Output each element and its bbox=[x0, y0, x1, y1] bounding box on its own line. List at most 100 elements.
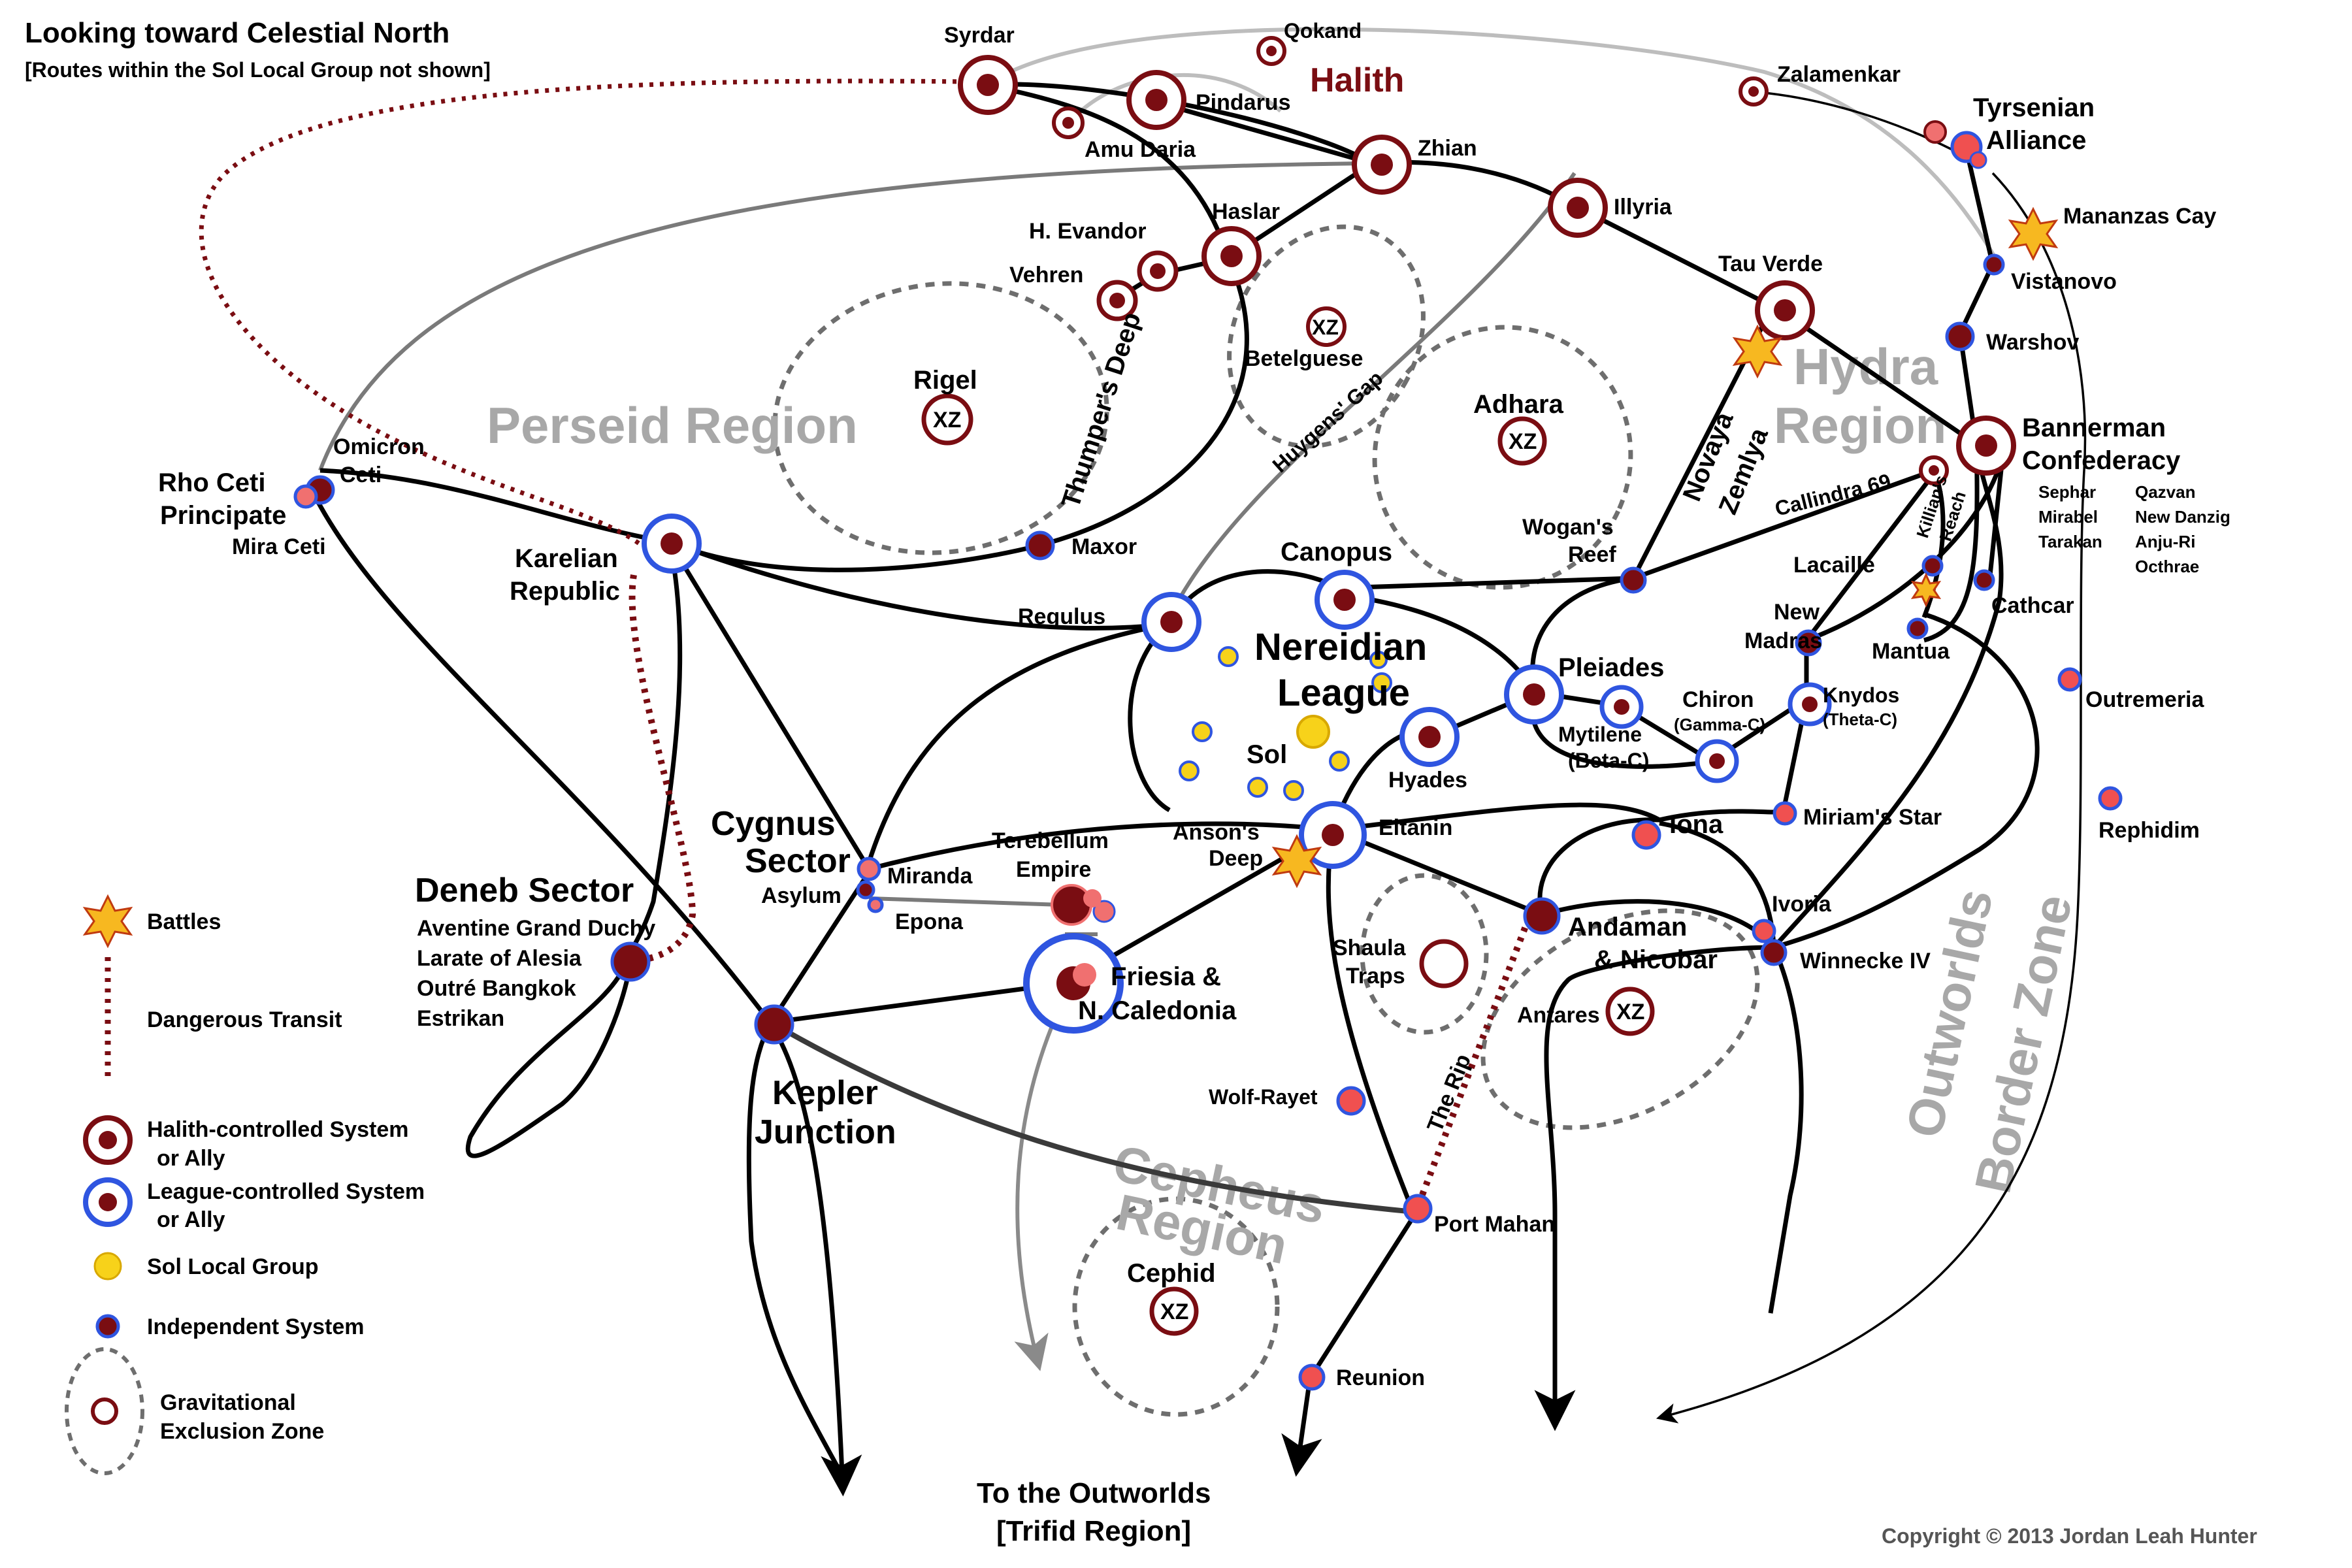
sol-group-star[interactable] bbox=[1218, 646, 1239, 667]
battle-star-icon[interactable] bbox=[1910, 572, 1942, 608]
label-mantua: Mantua bbox=[1872, 639, 1950, 664]
sol-group-star[interactable] bbox=[1329, 751, 1350, 772]
system-rephidim[interactable] bbox=[2098, 786, 2123, 811]
system-hyades[interactable] bbox=[1399, 707, 1460, 767]
label-lacaille: Lacaille bbox=[1793, 553, 1875, 578]
system-miriams-star[interactable] bbox=[1772, 801, 1797, 826]
label-cephid: Cephid bbox=[1127, 1259, 1216, 1288]
exclusion-zone-icon bbox=[65, 1347, 144, 1475]
xz-antares[interactable]: XZ bbox=[1605, 987, 1655, 1036]
sol-star[interactable] bbox=[1296, 715, 1330, 749]
system-warshov[interactable] bbox=[1945, 321, 1975, 351]
label-port-mahan: Port Mahan bbox=[1434, 1212, 1555, 1237]
label-sol: Sol bbox=[1247, 740, 1287, 769]
system-port-mahan[interactable] bbox=[1403, 1194, 1433, 1224]
label-outremeria: Outremeria bbox=[2085, 687, 2204, 712]
xz-label: XZ bbox=[1160, 1299, 1188, 1324]
legend-sol-group: Sol Local Group bbox=[147, 1254, 319, 1279]
system-rho-ceti[interactable] bbox=[293, 484, 318, 509]
legend-independent: Independent System bbox=[147, 1315, 365, 1339]
system-deneb[interactable] bbox=[610, 941, 651, 982]
system-epona[interactable] bbox=[867, 896, 884, 913]
label-vehren: Vehren bbox=[1009, 263, 1083, 287]
tyrsenian-ally-marker[interactable] bbox=[1923, 120, 1947, 144]
label-qazvan: Qazvan bbox=[2135, 482, 2196, 502]
tyrsenian-ally-marker[interactable] bbox=[1969, 151, 1987, 169]
label-anju-ri: Anju-Ri bbox=[2135, 532, 2195, 551]
system-callindra-69[interactable] bbox=[1919, 455, 1949, 485]
system-lacaille[interactable] bbox=[1921, 555, 1944, 577]
system-miranda[interactable] bbox=[857, 857, 881, 881]
system-h-evandor[interactable] bbox=[1137, 250, 1179, 292]
battle-star-icon[interactable] bbox=[1271, 834, 1322, 889]
legend-league-line1: League-controlled System bbox=[147, 1179, 425, 1204]
system-new-madras[interactable] bbox=[1795, 629, 1822, 657]
system-illyria[interactable] bbox=[1548, 178, 1608, 238]
label-zhian: Zhian bbox=[1418, 136, 1477, 161]
label-miriams-star: Miriam's Star bbox=[1803, 805, 1942, 830]
system-haslar[interactable] bbox=[1201, 226, 1262, 286]
system-regulus[interactable] bbox=[1141, 592, 1201, 652]
system-canopus[interactable] bbox=[1315, 570, 1375, 630]
label-knydos-line1: Knydos bbox=[1823, 683, 1899, 707]
sol-group-star[interactable] bbox=[1179, 760, 1200, 781]
system-zhian[interactable] bbox=[1352, 135, 1412, 195]
xz-cephid[interactable]: XZ bbox=[1149, 1286, 1199, 1336]
label-reunion: Reunion bbox=[1336, 1365, 1425, 1390]
system-chiron[interactable] bbox=[1695, 739, 1739, 783]
xz-betelguese[interactable]: XZ bbox=[1306, 306, 1347, 347]
label-larate: Larate of Alesia bbox=[417, 946, 582, 971]
system-andaman[interactable] bbox=[1523, 897, 1561, 935]
system-outremeria[interactable] bbox=[2057, 667, 2082, 692]
terebellum-cluster[interactable] bbox=[1051, 120, 1987, 926]
system-bannerman[interactable] bbox=[1956, 416, 2016, 476]
label-asylum: Asylum bbox=[761, 883, 841, 908]
label-shaula-line1: Shaula bbox=[1333, 936, 1407, 960]
system-zalamenkar[interactable] bbox=[1739, 76, 1769, 106]
label-tau-verde: Tau Verde bbox=[1718, 252, 1823, 276]
xz-rigel[interactable]: XZ bbox=[921, 393, 973, 446]
system-wogans-reef[interactable] bbox=[1620, 566, 1647, 594]
system-kepler[interactable] bbox=[754, 1004, 794, 1045]
system-iona[interactable] bbox=[1631, 820, 1661, 850]
system-cathcar[interactable] bbox=[1973, 569, 1995, 591]
system-winnecke[interactable] bbox=[1760, 939, 1788, 966]
system-vistanovo[interactable] bbox=[1983, 253, 2005, 276]
system-amu-daria[interactable] bbox=[1052, 106, 1085, 139]
halith-system-icon bbox=[83, 1115, 133, 1165]
label-mytilene-line1: Mytilene bbox=[1558, 723, 1642, 746]
system-reunion[interactable] bbox=[1298, 1364, 1326, 1391]
system-wolf-rayet[interactable] bbox=[1336, 1086, 1366, 1116]
sol-group-star[interactable] bbox=[1371, 672, 1392, 693]
system-pindarus[interactable] bbox=[1126, 70, 1186, 130]
sol-group-star[interactable] bbox=[1369, 651, 1388, 669]
label-thumpers-deep: Thumper's Deep bbox=[1056, 309, 1147, 512]
sol-group-star[interactable] bbox=[1247, 777, 1268, 798]
label-iona: Iona bbox=[1669, 810, 1723, 839]
battle-star-icon[interactable] bbox=[2008, 206, 2059, 261]
sol-group-star[interactable] bbox=[1192, 721, 1213, 742]
outworlds-label-line1: To the Outworlds bbox=[977, 1477, 1211, 1509]
system-ivoria[interactable] bbox=[1752, 919, 1776, 943]
sol-group-star[interactable] bbox=[1283, 780, 1304, 801]
system-pleiades[interactable] bbox=[1504, 664, 1564, 725]
system-maxor[interactable] bbox=[1025, 531, 1055, 561]
battle-star-icon[interactable] bbox=[1732, 324, 1783, 379]
shaula-traps-zone-marker[interactable] bbox=[1419, 939, 1469, 988]
label-terebellum-line1: Terebellum bbox=[992, 828, 1109, 853]
label-friesia-line1: Friesia & bbox=[1111, 962, 1221, 991]
xz-adhara[interactable]: XZ bbox=[1497, 416, 1547, 466]
system-mantua[interactable] bbox=[1906, 617, 1929, 640]
system-knydos[interactable] bbox=[1788, 682, 1832, 727]
label-ansons-line1: Anson's bbox=[1173, 820, 1260, 845]
system-vehren[interactable] bbox=[1096, 280, 1138, 321]
label-wogans-line1: Wogan's bbox=[1522, 515, 1614, 540]
system-tau-verde[interactable] bbox=[1755, 280, 1815, 340]
system-qokand[interactable] bbox=[1256, 36, 1286, 66]
system-mytilene[interactable] bbox=[1599, 685, 1644, 729]
system-syrdar[interactable] bbox=[958, 55, 1018, 115]
system-asylum[interactable] bbox=[856, 880, 875, 900]
system-friesia[interactable] bbox=[1023, 933, 1124, 1034]
system-karelian[interactable] bbox=[642, 514, 702, 574]
